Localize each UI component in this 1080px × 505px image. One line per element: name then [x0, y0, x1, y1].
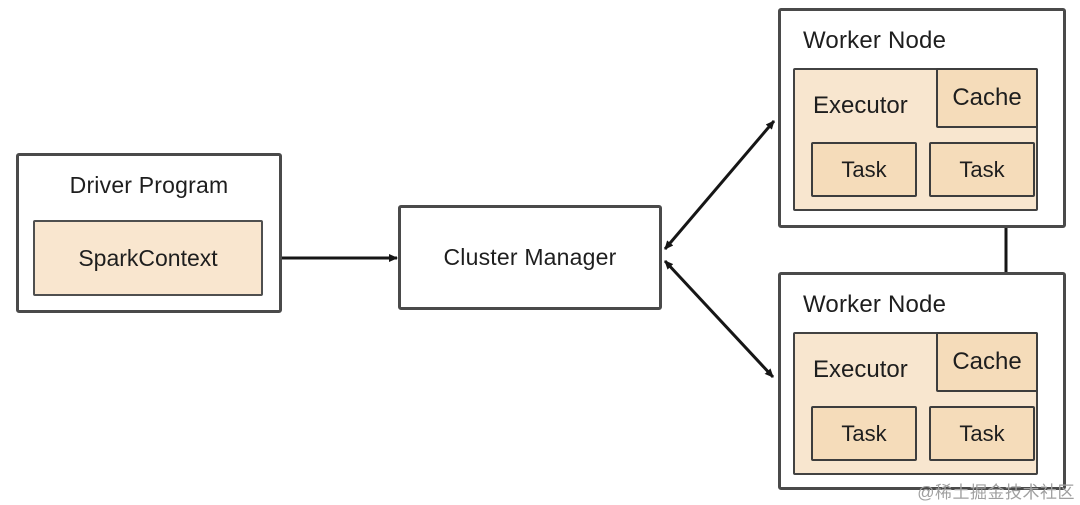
worker-node-title: Worker Node [803, 291, 947, 318]
worker-node-bottom-box: Worker Node Executor Cache Task Task [778, 272, 1066, 490]
driver-program-box: Driver Program SparkContext [16, 153, 282, 313]
task-label: Task [959, 156, 1005, 182]
worker-node-title: Worker Node [803, 27, 947, 54]
juejin-watermark: @稀土掘金技术社区 [917, 483, 1075, 502]
executor-label: Executor [813, 356, 908, 383]
arrow-clustermanager-worker-bottom [663, 259, 775, 379]
task-box: Task [929, 406, 1035, 461]
spark-context-box: SparkContext [33, 220, 263, 296]
executor-label: Executor [813, 92, 908, 119]
worker-node-top-box: Worker Node Executor Cache Task Task [778, 8, 1066, 228]
cache-label: Cache [952, 348, 1022, 375]
spark-context-label: SparkContext [78, 244, 218, 271]
task-box: Task [811, 142, 917, 197]
cache-box: Cache [936, 68, 1038, 128]
executor-box: Executor Cache Task Task [793, 68, 1038, 211]
cache-label: Cache [952, 84, 1022, 111]
arrow-clustermanager-worker-top [663, 120, 776, 250]
driver-program-title: Driver Program [69, 172, 229, 198]
cluster-manager-box: Cluster Manager [398, 205, 662, 310]
task-label: Task [841, 156, 887, 182]
executor-box: Executor Cache Task Task [793, 332, 1038, 475]
task-box: Task [929, 142, 1035, 197]
task-label: Task [841, 420, 887, 446]
task-box: Task [811, 406, 917, 461]
task-label: Task [959, 420, 1005, 446]
cluster-manager-label: Cluster Manager [443, 244, 617, 270]
cache-box: Cache [936, 332, 1038, 392]
